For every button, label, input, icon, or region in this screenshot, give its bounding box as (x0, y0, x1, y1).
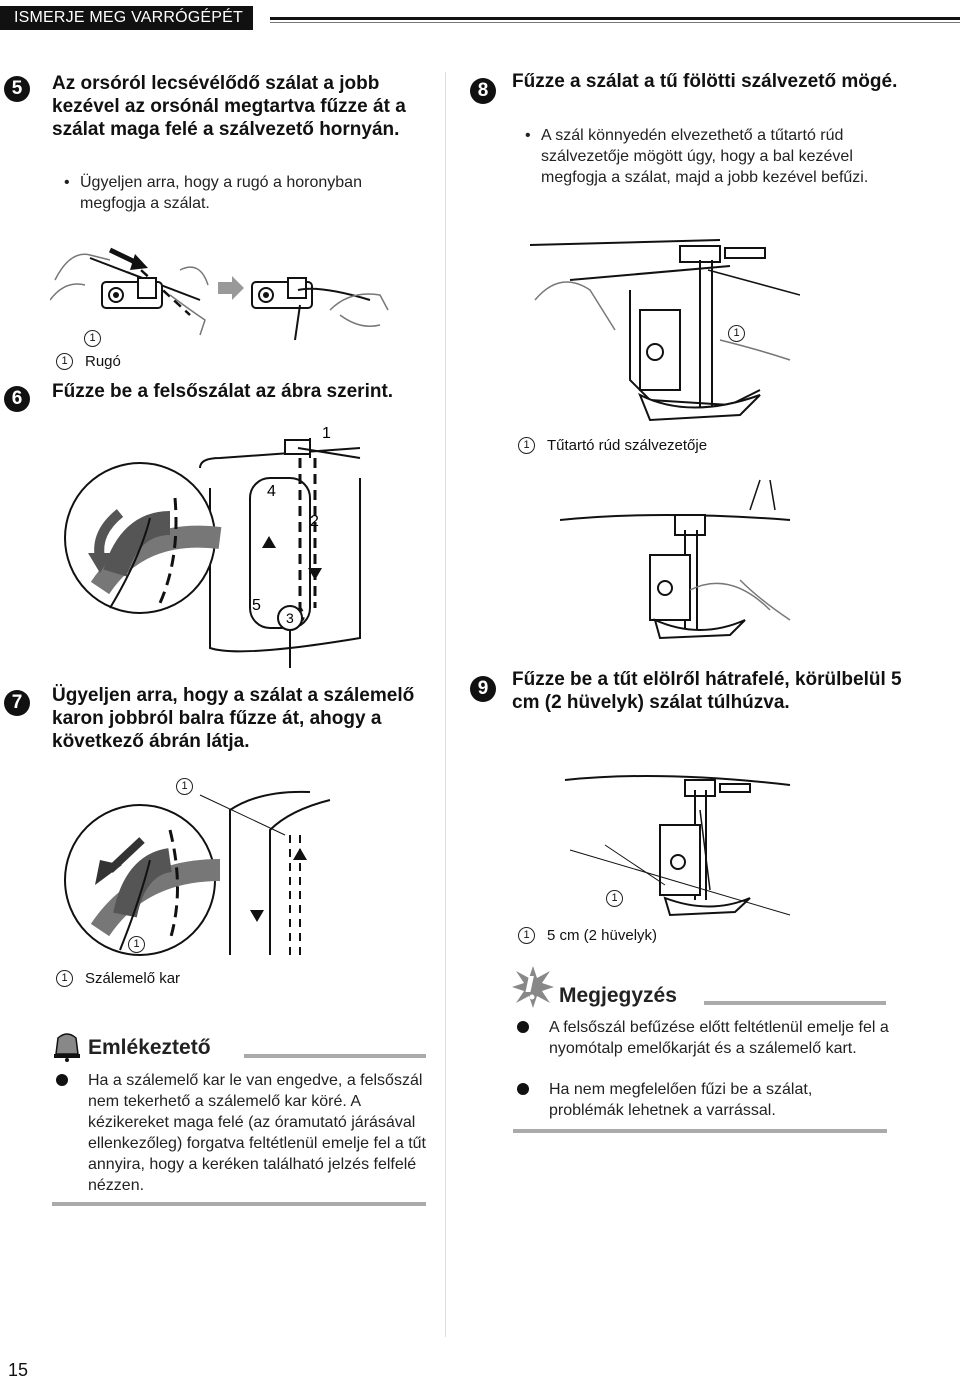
reminder-bottom-rule (52, 1202, 426, 1206)
diagram-label-4: 4 (267, 483, 276, 500)
callout-number: 1 (606, 890, 623, 907)
section-header: ISMERJE MEG VARRÓGÉPÉT (0, 6, 254, 30)
bullet-dot (517, 1083, 529, 1095)
step-9-title: Fűzze be a tűt elölről hátrafelé, körülb… (512, 669, 902, 713)
step-8-bullet: •A szál könnyedén elvezethető a tűtartó … (525, 127, 869, 186)
reminder-title: Emlékeztető (88, 1036, 211, 1059)
note-title: Megjegyzés (559, 984, 677, 1007)
presser-foot-diagram (560, 479, 791, 640)
step-7-diagram-marker: 1 (128, 934, 145, 953)
step-8-bullet-text: A szál könnyedén elvezethető a tűtartó r… (541, 127, 869, 186)
step-8-callout: 1 Tűtartó rúd szálvezetője (518, 437, 707, 454)
bullet-dot (56, 1074, 68, 1086)
step-9-length-marker: 1 (606, 888, 623, 907)
callout-number: 1 (128, 936, 145, 953)
reminder-item-text: Ha a szálemelő kar le van engedve, a fel… (88, 1072, 426, 1194)
diagram-label-3: 3 (286, 610, 294, 626)
note-item: Ha nem megfelelően fűzi be a szálat, pro… (517, 1079, 889, 1121)
callout-number: 1 (84, 330, 101, 347)
page-number: 15 (8, 1360, 29, 1380)
step-5-bullet-text: Ügyeljen arra, hogy a rugó a horonyban m… (80, 174, 362, 212)
header-rule-thin (270, 22, 960, 23)
reminder-item: Ha a szálemelő kar le van engedve, a fel… (56, 1070, 428, 1196)
step-5-title: Az orsóról lecsévélődő szálat a jobb kez… (52, 73, 406, 140)
callout-number: 1 (728, 325, 745, 342)
callout-number: 1 (56, 353, 73, 370)
callout-label: Tűtartó rúd szálvezetője (547, 437, 708, 454)
step-9-callout: 1 5 cm (2 hüvelyk) (518, 927, 657, 944)
thread-spring-illustration (50, 247, 389, 340)
bullet-dot (517, 1021, 529, 1033)
step-5-bullet: •Ügyeljen arra, hogy a rugó a horonyban … (64, 174, 362, 212)
note-item-text: Ha nem megfelelően fűzi be a szálat, pro… (549, 1081, 813, 1119)
step-9-number: 9 (470, 676, 496, 702)
callout-label: 5 cm (2 hüvelyk) (547, 927, 658, 944)
note-title-rule (704, 1001, 886, 1005)
step-8-title: Fűzze a szálat a tű fölötti szálvezető m… (512, 71, 898, 92)
note-burst-icon (512, 966, 554, 1008)
step-5-number: 5 (4, 76, 30, 102)
step-7-title: Ügyeljen arra, hogy a szálat a szálemelő… (52, 685, 415, 752)
callout-label: Szálemelő kar (85, 970, 181, 987)
step-7-number: 7 (4, 690, 30, 716)
step-5-callout: 1 Rugó (56, 353, 121, 370)
callout-number: 1 (176, 778, 193, 795)
note-item-text: A felsőszál befűzése előtt feltétlenül e… (549, 1019, 889, 1057)
step-8-number: 8 (470, 78, 496, 104)
step-7-lever-marker: 1 (176, 776, 193, 795)
diagram-label-2: 2 (310, 513, 319, 530)
bell-icon (54, 1033, 80, 1062)
step-8-guide-marker: 1 (728, 323, 745, 342)
callout-number: 1 (56, 970, 73, 987)
header-rule (270, 17, 960, 20)
step-5-callout-marker: 1 (84, 328, 101, 347)
diagram-label-5: 5 (252, 597, 261, 614)
column-divider (445, 72, 446, 1337)
needle-bar-guide-diagram (530, 239, 800, 422)
needle-threading-diagram (564, 775, 791, 917)
upper-threading-diagram: 1 2 3 4 5 (64, 425, 361, 668)
note-item: A felsőszál befűzése előtt feltétlenül e… (517, 1017, 889, 1059)
callout-label: Rugó (85, 353, 121, 370)
reminder-title-rule (244, 1054, 426, 1058)
note-bottom-rule (513, 1129, 887, 1133)
step-6-title: Fűzze be a felsőszálat az ábra szerint. (52, 381, 394, 402)
step-6-number: 6 (4, 386, 30, 412)
step-7-callout: 1 Szálemelő kar (56, 970, 180, 987)
callout-number: 1 (518, 437, 535, 454)
diagram-label-1: 1 (322, 425, 331, 442)
take-up-lever-diagram (64, 790, 331, 956)
callout-number: 1 (518, 927, 535, 944)
